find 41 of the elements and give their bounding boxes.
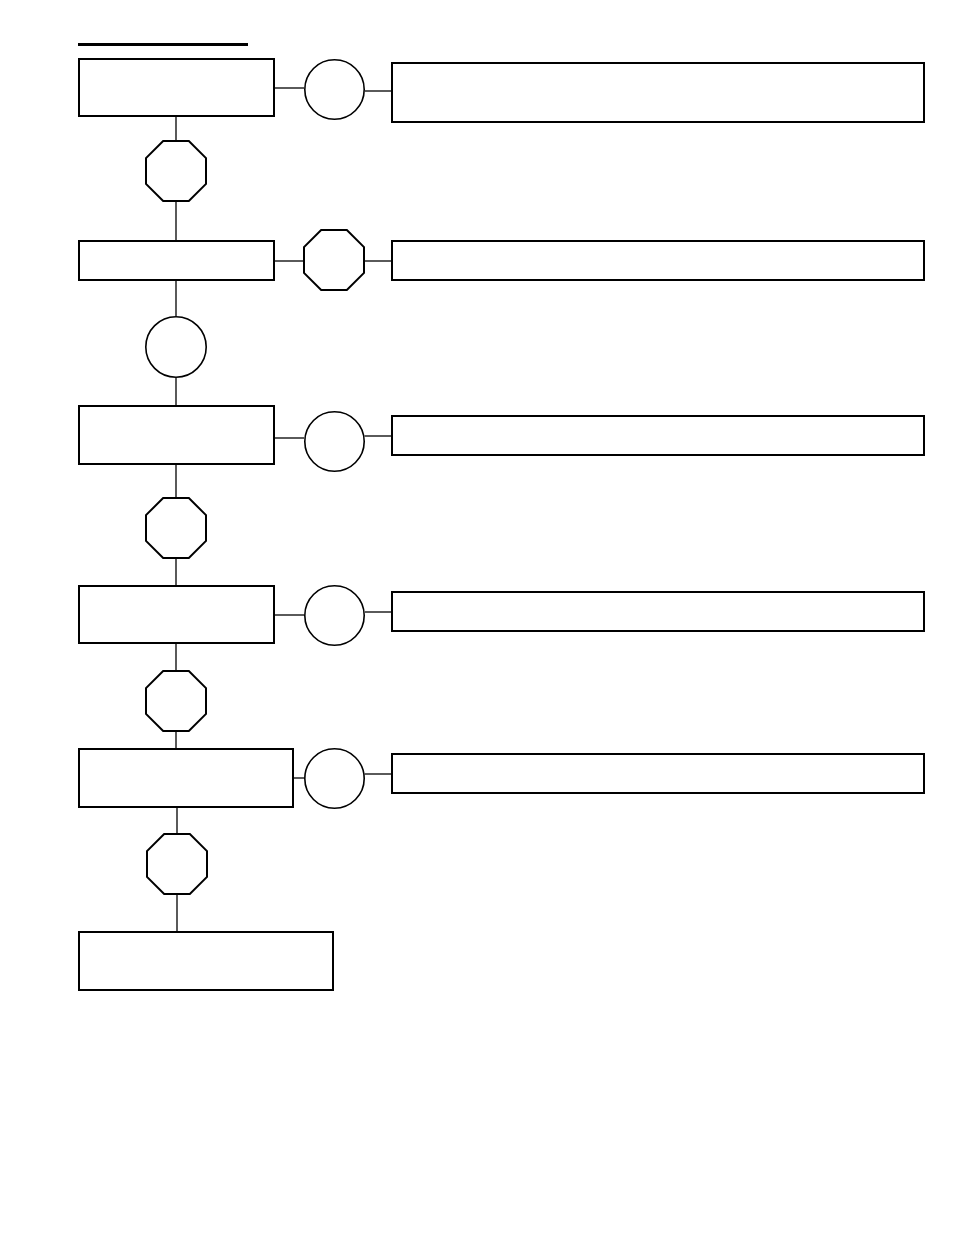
process-box	[391, 753, 925, 794]
connector-line	[274, 260, 304, 262]
connector-line	[175, 377, 177, 406]
circle-node	[304, 748, 365, 809]
circle-node	[145, 316, 207, 378]
connector-line	[175, 731, 177, 749]
connector-line	[293, 777, 305, 779]
connector-line	[175, 558, 177, 586]
connector-line	[274, 87, 305, 89]
process-box	[391, 62, 925, 123]
octagon-node	[145, 670, 207, 732]
connector-line	[175, 201, 177, 241]
circle-node	[304, 411, 365, 472]
octagon-node	[146, 833, 208, 895]
process-box	[391, 240, 925, 281]
process-box	[391, 415, 925, 456]
process-box	[78, 405, 275, 465]
connector-line	[175, 464, 177, 498]
connector-line	[364, 90, 392, 92]
octagon-node	[145, 497, 207, 559]
connector-line	[363, 435, 392, 437]
process-box	[78, 585, 275, 644]
connector-line	[364, 773, 392, 775]
connector-line	[175, 643, 177, 671]
connector-line	[364, 260, 392, 262]
octagon-node	[145, 140, 207, 202]
connector-line	[175, 280, 177, 317]
process-box	[391, 591, 925, 632]
process-box	[78, 58, 275, 117]
process-box	[78, 748, 294, 808]
connector-line	[274, 437, 305, 439]
connector-line	[176, 894, 178, 932]
process-box	[78, 931, 334, 991]
circle-node	[304, 59, 365, 120]
process-box	[78, 240, 275, 281]
octagon-node	[303, 229, 365, 291]
connector-line	[364, 611, 392, 613]
connector-line	[175, 116, 177, 141]
connector-line	[176, 807, 178, 834]
connector-line	[274, 614, 305, 616]
circle-node	[304, 585, 365, 646]
